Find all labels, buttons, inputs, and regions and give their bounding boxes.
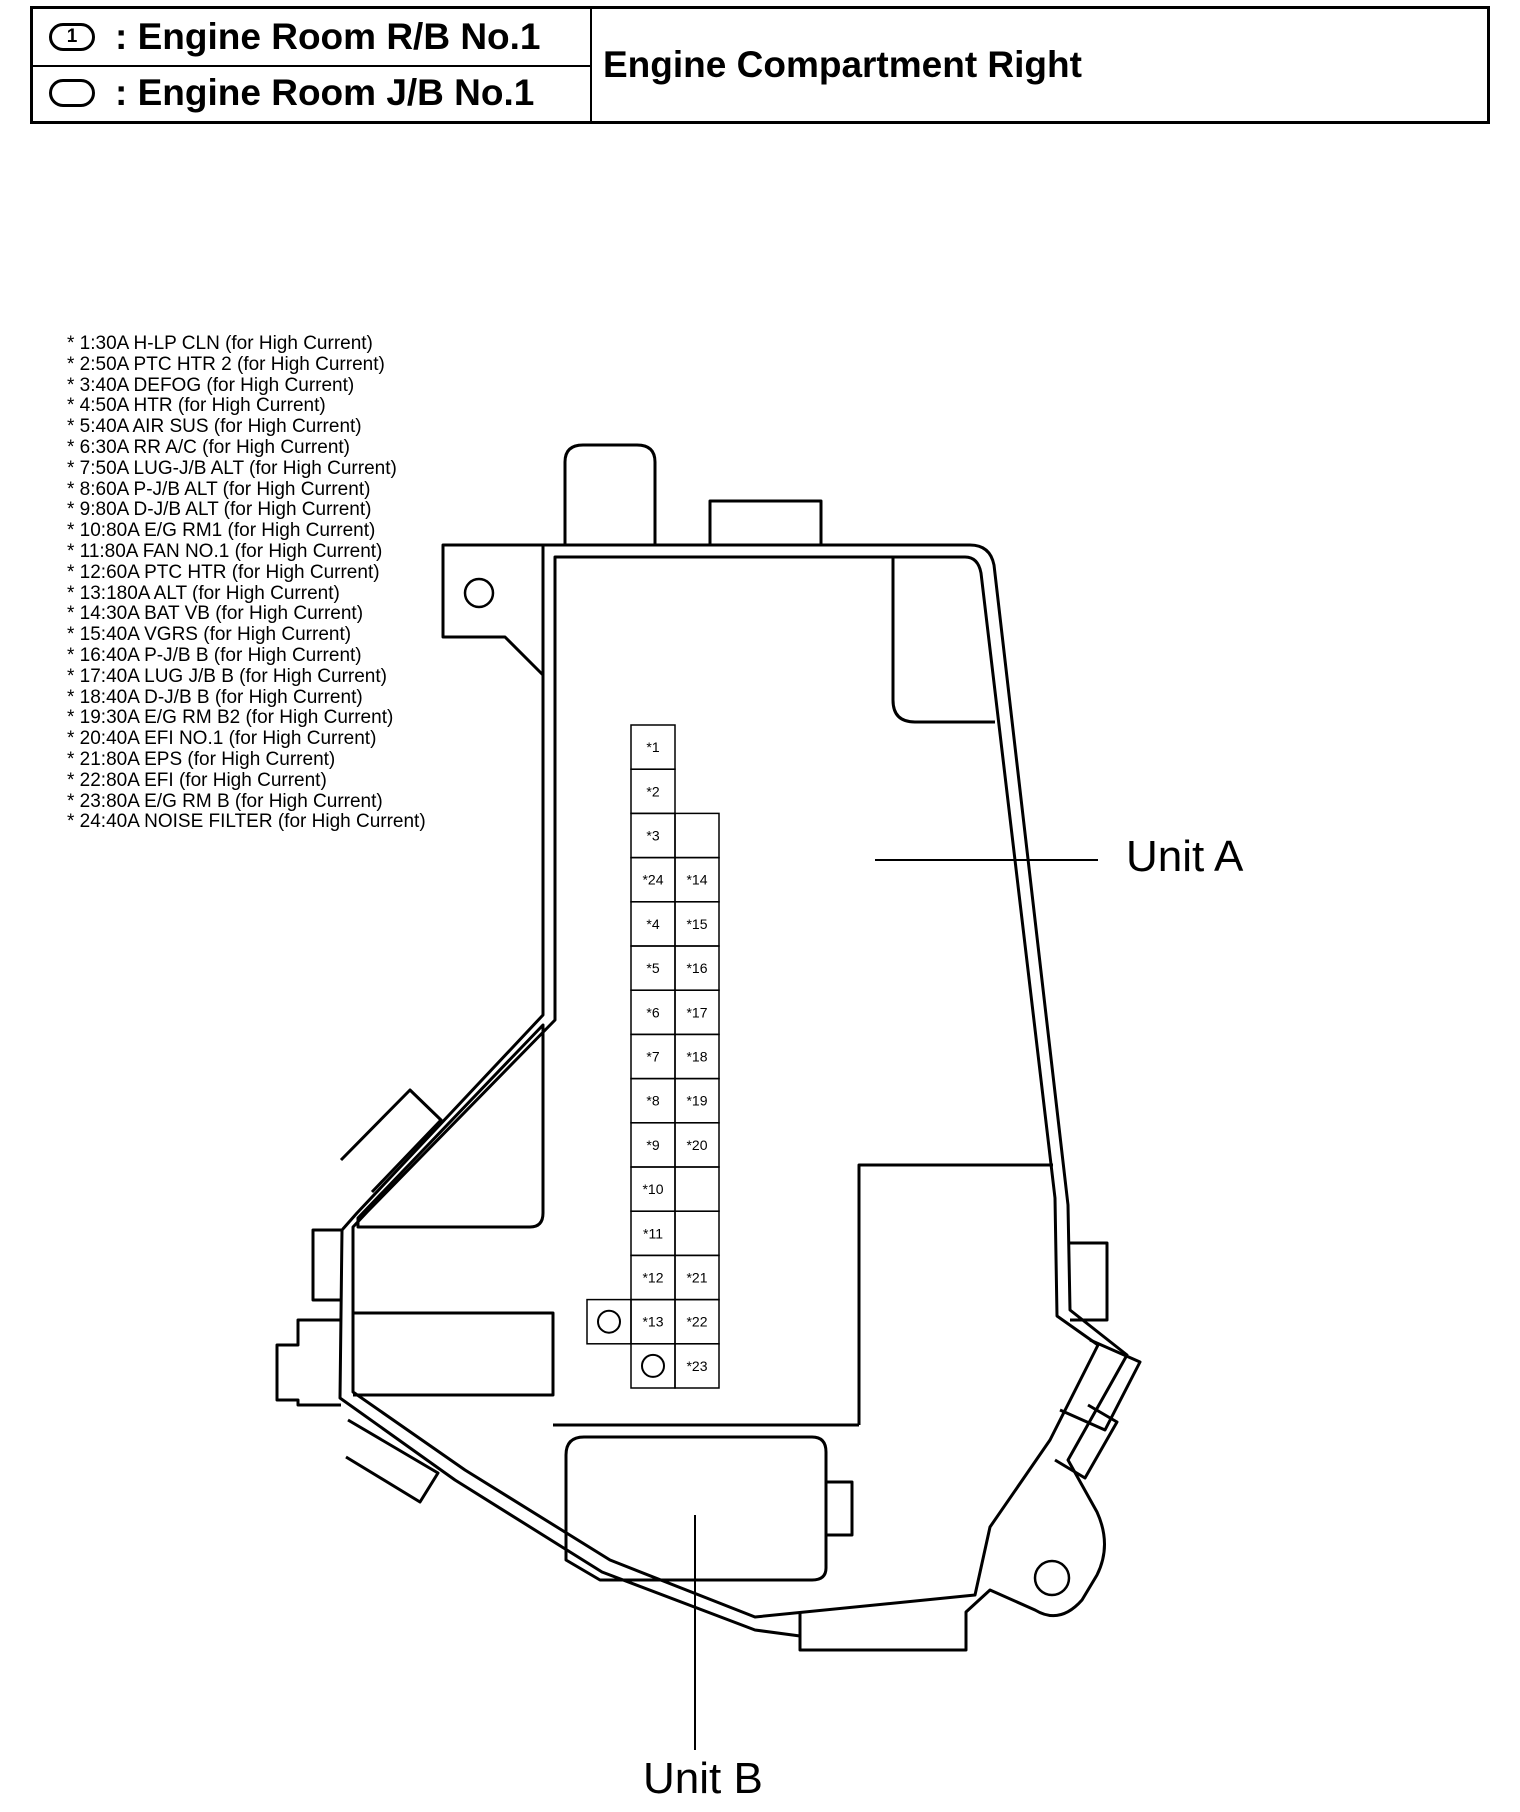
legend-line: * 22:80A EFI (for High Current): [67, 769, 327, 791]
fuse-label: *17: [686, 1004, 707, 1020]
internal-divider-right: [857, 1163, 1053, 1425]
fuse-cell: [674, 1210, 720, 1257]
fuse-label: *3: [646, 828, 659, 844]
fuse-label: *5: [646, 960, 659, 976]
legend-line: * 19:30A E/G RM B2 (for High Current): [67, 707, 394, 729]
fuse-label: *24: [642, 872, 663, 888]
fuse-label: *8: [646, 1093, 659, 1109]
fuse-label: *6: [646, 1004, 659, 1020]
legend-line: * 1:30A H-LP CLN (for High Current): [67, 333, 373, 354]
junction-block-symbol-icon: [49, 79, 95, 107]
bolt-hole-icon: [641, 1353, 665, 1378]
header-row-relay-block: 1 : Engine Room R/B No.1: [33, 9, 590, 67]
header-legend: 1 : Engine Room R/B No.1 : Engine Room J…: [33, 9, 592, 121]
fuse-label: *15: [686, 916, 707, 932]
legend-line: * 21:80A EPS (for High Current): [67, 748, 336, 770]
legend-line: * 20:40A EFI NO.1 (for High Current): [67, 728, 377, 750]
legend-line: * 16:40A P-J/B B (for High Current): [67, 644, 362, 666]
fuse-label: *23: [686, 1358, 707, 1374]
fuse-label: *4: [646, 916, 659, 932]
fuse-cell: [674, 1166, 720, 1212]
fuse-label: *2: [646, 783, 659, 799]
fuse-cell: [674, 812, 720, 859]
mounting-hole-icon: [463, 577, 495, 609]
legend-line: * 13:180A ALT (for High Current): [67, 582, 340, 604]
fuse-label: *14: [686, 872, 707, 888]
mounting-hole-icon: [1033, 1559, 1071, 1597]
legend-line: * 9:80A D-J/B ALT (for High Current): [67, 499, 372, 521]
legend-line: * 11:80A FAN NO.1 (for High Current): [67, 540, 383, 562]
fuse-label: *7: [646, 1049, 659, 1065]
left-connector-1: [311, 1228, 341, 1302]
fuse-cell: [674, 1343, 720, 1389]
fuse-label: *16: [686, 960, 707, 976]
relay-compartment: [891, 557, 995, 724]
legend-line: * 17:40A LUG J/B B (for High Current): [67, 665, 387, 687]
fuse-label: *22: [686, 1314, 707, 1330]
fuse-label: *20: [686, 1137, 707, 1153]
fuse-label: *18: [686, 1049, 707, 1065]
bolt-hole-icon: [597, 1309, 621, 1334]
legend-line: * 24:40A NOISE FILTER (for High Current): [67, 811, 426, 833]
internal-divider-left: [353, 1311, 555, 1397]
legend-line: * 4:50A HTR (for High Current): [67, 395, 326, 417]
left-mounting-bracket: [441, 543, 545, 677]
legend-line: * 14:30A BAT VB (for High Current): [67, 603, 364, 625]
unit-b-tab: [826, 1480, 854, 1537]
right-connector-2: [1059, 1338, 1142, 1432]
fuse-side-cell: [586, 1298, 632, 1345]
unit-b-label: Unit B: [643, 1754, 763, 1803]
legend-line: * 7:50A LUG-J/B ALT (for High Current): [67, 457, 397, 479]
relay-block-symbol-number: 1: [66, 26, 78, 47]
fuse-label: *11: [643, 1225, 663, 1241]
right-connector-3: [1054, 1403, 1119, 1480]
legend-line: * 12:60A PTC HTR (for High Current): [67, 561, 380, 583]
legend-line: * 23:80A E/G RM B (for High Current): [67, 790, 383, 812]
left-rail: [356, 1023, 545, 1229]
left-connector-2: [275, 1318, 341, 1407]
fuse-label: *1: [646, 739, 659, 755]
header-row-junction-block: : Engine Room J/B No.1: [33, 65, 590, 121]
unit-a-label: Unit A: [1126, 832, 1244, 881]
fuse-grid: *1 *2 *3 *24 *4 *5 *6 *7 *8 *9 *10 *11 *12 *13 *14 *15 *…: [586, 724, 720, 1389]
fuse-legend: * 1:30A H-LP CLN (for High Current)* 2:5…: [67, 333, 426, 833]
top-connector-tab: [563, 443, 657, 545]
fuse-label: *10: [642, 1181, 663, 1197]
relay-block-label: : Engine Room R/B No.1: [115, 16, 541, 57]
bottom-rail: [798, 1612, 968, 1650]
left-angled-connector: [339, 1088, 443, 1194]
legend-line: * 5:40A AIR SUS (for High Current): [67, 416, 362, 438]
fuse-cell: [630, 1343, 676, 1389]
fuse-label: *9: [646, 1137, 659, 1153]
header-table: 1 : Engine Room R/B No.1 : Engine Room J…: [30, 6, 1490, 124]
relay-block-symbol-icon: 1: [49, 23, 95, 51]
legend-line: * 2:50A PTC HTR 2 (for High Current): [67, 353, 385, 375]
right-connector-1: [1070, 1241, 1109, 1322]
outer-housing: [338, 543, 1129, 1652]
bottom-left-connector: [345, 1418, 440, 1504]
junction-block-label: : Engine Room J/B No.1: [115, 72, 535, 113]
location-label: Engine Compartment Right: [603, 44, 1082, 85]
legend-line: * 18:40A D-J/B B (for High Current): [67, 686, 363, 708]
legend-line: * 10:80A E/G RM1 (for High Current): [67, 520, 376, 542]
legend-line: * 15:40A VGRS (for High Current): [67, 624, 352, 646]
legend-line: * 6:30A RR A/C (for High Current): [67, 436, 350, 458]
legend-line: * 8:60A P-J/B ALT (for High Current): [67, 478, 371, 500]
fuse-label: *12: [642, 1270, 663, 1286]
unit-b-compartment: [564, 1435, 828, 1582]
inner-housing: [351, 555, 1100, 1619]
fuse-label: *19: [686, 1093, 707, 1109]
fuse-label: *13: [642, 1314, 663, 1330]
legend-line: * 3:40A DEFOG (for High Current): [67, 374, 355, 396]
fuse-label: *21: [686, 1270, 707, 1286]
top-small-tab: [708, 499, 823, 545]
